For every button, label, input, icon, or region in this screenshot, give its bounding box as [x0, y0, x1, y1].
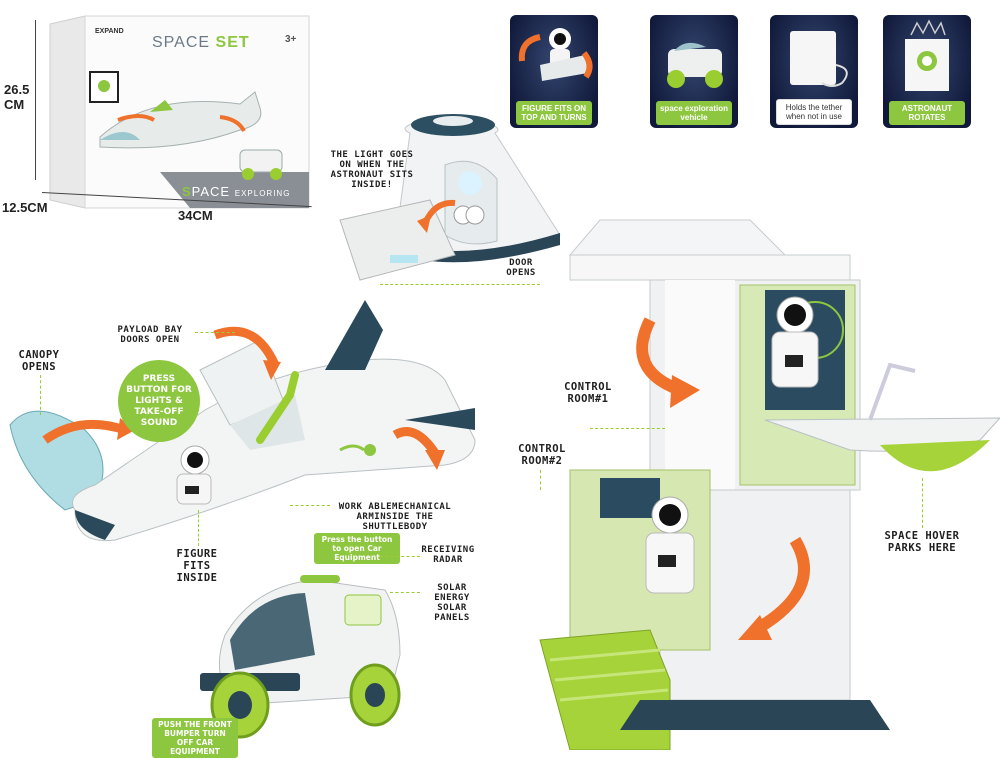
box-age: 3+: [285, 34, 297, 45]
box-title-set: SET: [215, 34, 250, 51]
dim-width: 34CM: [178, 208, 213, 223]
payload-leader: [195, 332, 235, 333]
panel-vehicle-label: space exploration vehicle: [656, 101, 732, 125]
arm-leader: [290, 505, 330, 506]
dim-height: 26.5 CM: [4, 82, 29, 112]
box-title-space: SPACE: [152, 34, 211, 51]
box-subtitle-pace: PACE: [191, 184, 231, 199]
capsule-illustration: [339, 114, 561, 281]
vehicle-icon: [667, 42, 723, 88]
callout-door: DOOR OPENS: [506, 258, 536, 278]
callout-payload: PAYLOAD BAY DOORS OPEN: [117, 325, 183, 345]
astronaut-turns-icon: [518, 28, 593, 81]
panel-astronaut-rotates-label: ASTRONAUT ROTATES: [889, 101, 965, 125]
figure-fits-leader: [198, 510, 199, 546]
panel-astronaut-rotates: ASTRONAUT ROTATES: [883, 15, 971, 128]
panel-figure-turns: FIGURE FITS ON TOP AND TURNS: [510, 15, 598, 128]
callout-space-hover: SPACE HOVER PARKS HERE: [884, 530, 960, 554]
panel-tether: Holds the tether when not in use: [770, 15, 858, 128]
callout-arm: WORK ABLEMECHANICAL ARMINSIDE THE SHUTTL…: [338, 502, 452, 532]
control-room-2-leader: [540, 470, 541, 490]
callout-control-room-2: CONTROL ROOM#2: [518, 443, 566, 467]
callout-light: THE LIGHT GOES ON WHEN THE ASTRONAUT SIT…: [330, 150, 414, 190]
box-subtitle-exploring: EXPLORING: [234, 189, 291, 198]
panel-vehicle: space exploration vehicle: [650, 15, 738, 128]
callout-car-button: Press the button to open Car Equipment: [314, 533, 400, 564]
tether-icon: [790, 31, 848, 87]
rotating-tower-icon: [905, 19, 949, 91]
callout-radar: RECEIVING RADAR: [421, 545, 475, 565]
box-subtitle: SPACE EXPLORING: [182, 184, 290, 199]
box-subtitle-s: S: [182, 184, 192, 199]
dim-depth: 12.5CM: [2, 200, 48, 215]
control-room-1-leader: [590, 428, 665, 429]
callout-control-room-1: CONTROL ROOM#1: [564, 381, 612, 405]
box-brand: EXPAND: [95, 28, 124, 35]
vehicle-illustration: [200, 575, 401, 739]
shuttle-illustration: [9, 300, 476, 542]
canopy-leader: [40, 375, 41, 415]
panel-figure-turns-label: FIGURE FITS ON TOP AND TURNS: [516, 101, 592, 125]
box-illustration: [49, 15, 310, 209]
product-box: EXPAND SPACE SET 3+ SPACE EXPLORING: [40, 12, 315, 212]
box-title: SPACE SET: [152, 34, 250, 52]
dim-height-unit: CM: [4, 97, 25, 112]
callout-figure-fits: FIGURE FITS INSIDE: [176, 548, 218, 584]
door-leader: [380, 284, 540, 285]
solar-leader: [390, 592, 420, 593]
space-hover-leader: [922, 478, 923, 528]
panel-tether-label: Holds the tether when not in use: [776, 99, 852, 125]
callout-canopy: CANOPY OPENS: [18, 349, 60, 373]
station-illustration: [539, 219, 1000, 750]
dim-height-line: [35, 20, 36, 180]
radar-leader: [380, 556, 420, 557]
dim-height-value: 26.5: [4, 82, 30, 97]
press-button-badge: PRESS BUTTON FOR LIGHTS & TAKE-OFF SOUND: [118, 360, 200, 442]
callout-solar: SOLAR ENERGY SOLAR PANELS: [434, 583, 470, 623]
callout-bumper: PUSH THE FRONT BUMPER TURN OFF CAR EQUIP…: [152, 718, 238, 758]
